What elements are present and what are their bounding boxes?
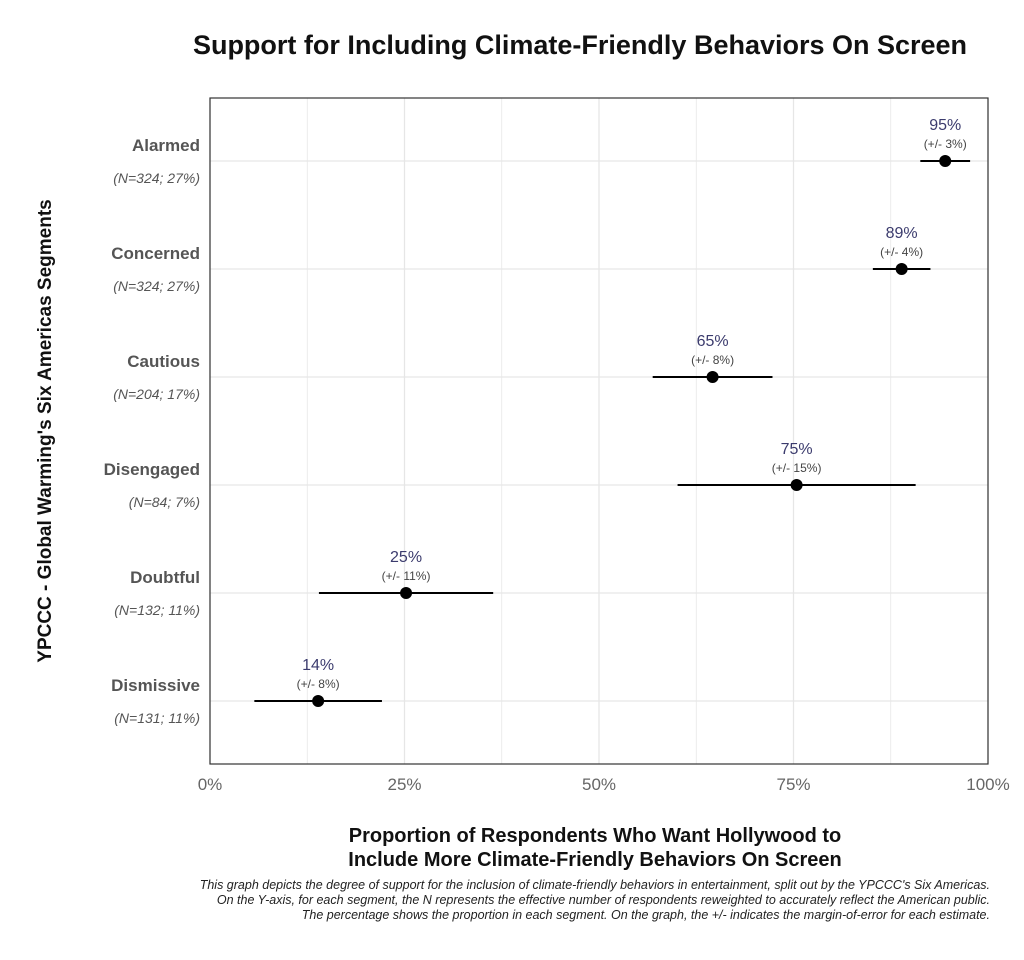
x-axis-title-line-1: Proportion of Respondents Who Want Holly…: [348, 825, 842, 847]
x-tick-label: 25%: [387, 775, 421, 794]
value-label: 25%: [390, 549, 422, 566]
data-point: [790, 479, 803, 491]
x-axis-title: Proportion of Respondents Who Want Holly…: [180, 824, 1010, 872]
segment-label: Disengaged: [104, 460, 200, 479]
data-point: [400, 587, 413, 599]
segment-n-label: (N=84; 7%): [129, 494, 200, 510]
segment-n-label: (N=324; 27%): [113, 278, 200, 294]
segment-label: Doubtful: [130, 568, 200, 587]
chart-caption: This graph depicts the degree of support…: [40, 878, 990, 923]
caption-line-2: On the Y-axis, for each segment, the N r…: [216, 893, 990, 907]
chart-plot: 0% 25% 50% 75% 100% YPCCC - Global Warming's …: [35, 97, 1010, 794]
value-label: 75%: [781, 441, 813, 458]
moe-label: (+/- 3%): [924, 137, 967, 151]
segment-label: Cautious: [127, 352, 200, 371]
caption-line-1: This graph depicts the degree of support…: [199, 878, 990, 892]
segment-label: Concerned: [111, 244, 200, 263]
segment-n-label: (N=204; 17%): [113, 386, 200, 402]
data-point: [312, 695, 325, 707]
data-point: [939, 155, 952, 167]
segment-label: Alarmed: [132, 136, 200, 155]
segment-label: Dismissive: [111, 676, 200, 695]
value-label: 95%: [929, 117, 961, 134]
plot-panel-border: [209, 97, 989, 765]
caption-line-3: The percentage shows the proportion in e…: [301, 908, 990, 922]
moe-label: (+/- 11%): [382, 569, 431, 583]
segment-n-label: (N=324; 27%): [113, 170, 200, 186]
value-label: 14%: [302, 657, 334, 674]
data-point: [895, 263, 908, 275]
x-tick-label: 75%: [776, 775, 810, 794]
y-axis-title: YPCCC - Global Warming's Six Americas Se…: [35, 199, 56, 662]
moe-label: (+/- 8%): [691, 353, 734, 367]
x-tick-label: 50%: [582, 775, 616, 794]
moe-label: (+/- 15%): [772, 461, 822, 475]
chart-title: Support for Including Climate-Friendly B…: [192, 30, 968, 60]
x-tick-label: 0%: [198, 775, 223, 794]
value-label: 65%: [697, 333, 729, 350]
segment-n-label: (N=132; 11%): [114, 602, 200, 618]
data-point: [706, 371, 719, 383]
x-axis-title-line-2: Include More Climate-Friendly Behaviors …: [348, 849, 842, 871]
value-label: 89%: [886, 225, 918, 242]
moe-label: (+/- 8%): [297, 677, 340, 691]
x-tick-label: 100%: [966, 775, 1009, 794]
segment-n-label: (N=131; 11%): [114, 710, 200, 726]
moe-label: (+/- 4%): [880, 245, 923, 259]
